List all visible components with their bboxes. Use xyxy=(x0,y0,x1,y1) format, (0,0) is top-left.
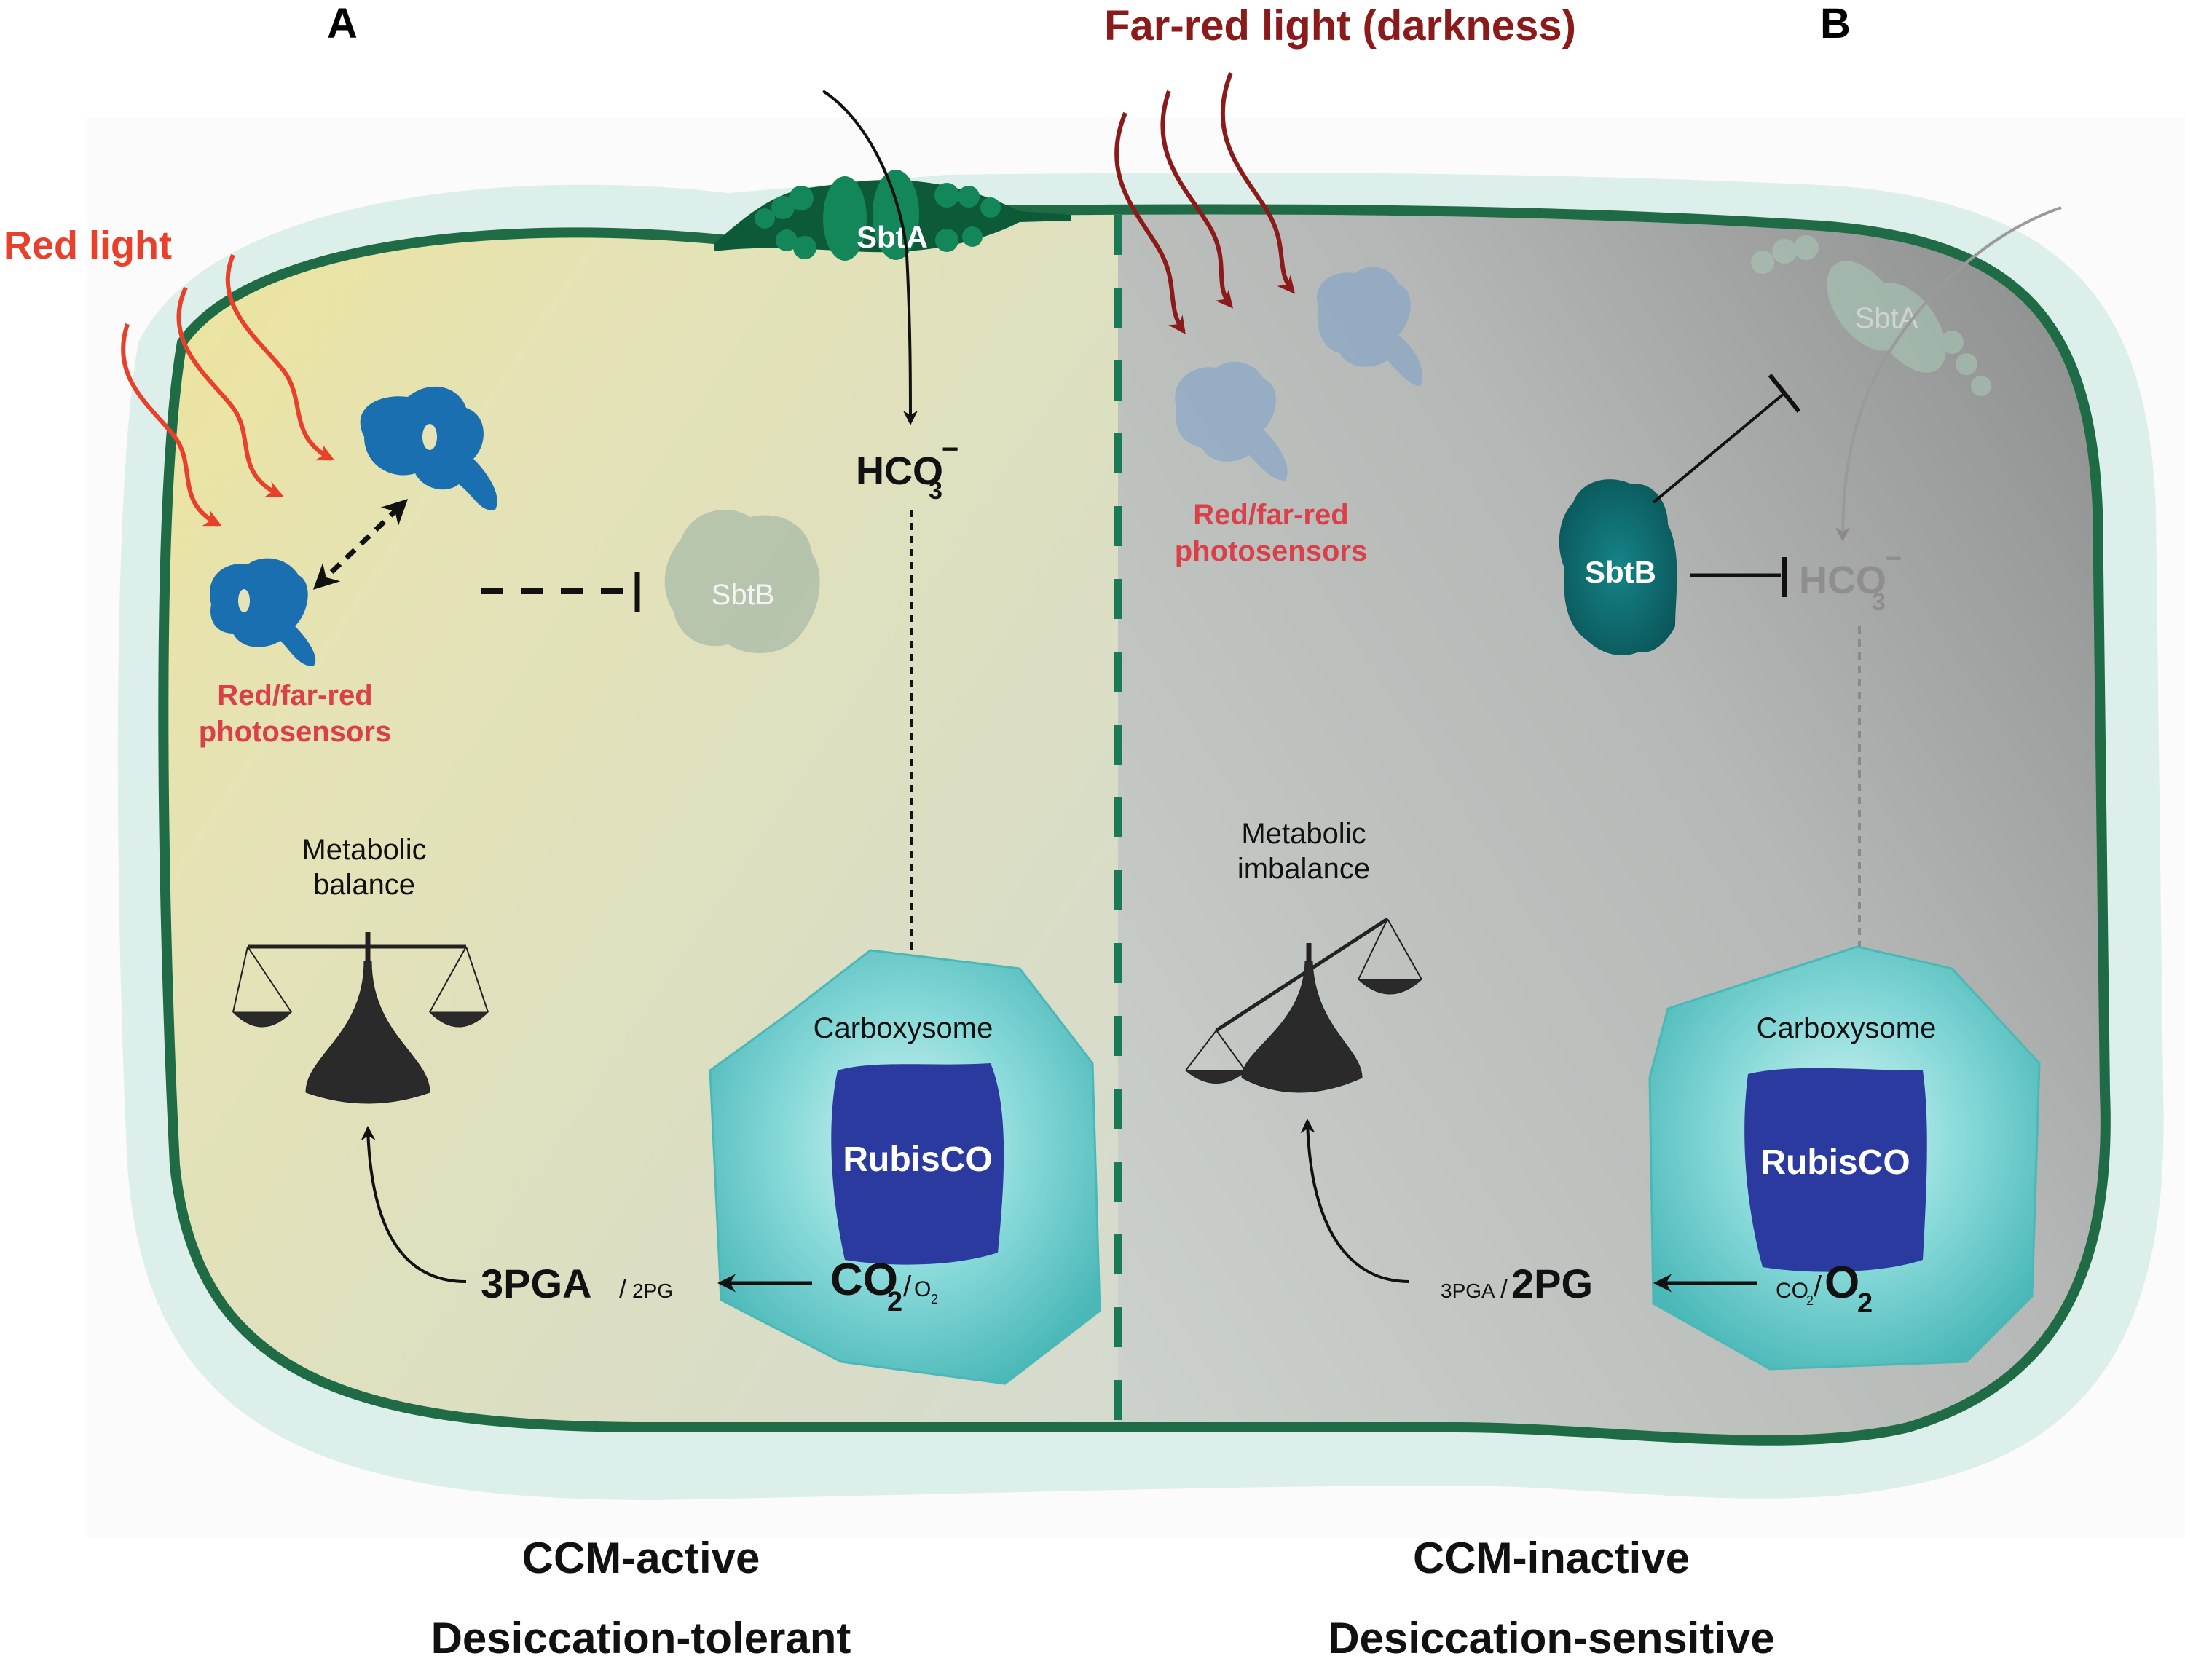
svg-text:/: / xyxy=(903,1271,912,1303)
sbta-inactive-transporter: SbtA xyxy=(1751,235,1991,396)
svg-text:O: O xyxy=(914,1277,931,1301)
bicarbonate-uptake-arrow-blocked xyxy=(1835,206,2062,542)
svg-text:2PG: 2PG xyxy=(632,1279,673,1302)
far-red-wave-1 xyxy=(1114,111,1186,334)
unbalanced-scale-icon xyxy=(1184,917,1423,1093)
photosensor-label-b-line1: Red/far-red xyxy=(1193,499,1348,531)
bicarbonate-a: HCO 3 − xyxy=(856,433,958,505)
balance-label-b-line2: imbalance xyxy=(1237,853,1370,885)
sbta-inactive-label: SbtA xyxy=(1855,302,1918,334)
rubisco-a xyxy=(831,1063,1004,1265)
svg-text:O: O xyxy=(1824,1258,1859,1308)
photosensor-faded-upper xyxy=(1317,267,1423,386)
photosensor-label-a-line1: Red/far-red xyxy=(217,679,372,711)
far-red-wave-2 xyxy=(1160,90,1234,309)
photosensor-label-a-line2: photosensors xyxy=(199,716,391,748)
svg-text:−: − xyxy=(942,433,958,465)
sbtb-inactive: SbtB xyxy=(664,510,820,653)
phenotype-label-b: Desiccation-sensitive xyxy=(1328,1614,1775,1663)
sbta-active-transporter: SbtA xyxy=(714,170,1071,261)
rubisco-label-a: RubisCO xyxy=(843,1140,992,1179)
svg-text:HCO: HCO xyxy=(1799,559,1886,602)
product-to-balance-arrow-b xyxy=(1300,1119,1410,1283)
svg-text:2PG: 2PG xyxy=(1511,1261,1593,1306)
red-light-wave-2 xyxy=(176,286,284,497)
photosensor-label-b-line2: photosensors xyxy=(1175,535,1367,567)
svg-text:−: − xyxy=(1885,543,1902,575)
balance-label-a-line1: Metabolic xyxy=(302,834,426,866)
carboxysome-label-a: Carboxysome xyxy=(814,1012,993,1044)
sbtb-active: SbtB xyxy=(1559,479,1677,655)
svg-text:/: / xyxy=(619,1274,626,1304)
svg-text:/: / xyxy=(1814,1271,1822,1303)
balance-label-a-line2: balance xyxy=(313,869,415,901)
svg-text:2: 2 xyxy=(931,1292,938,1306)
bicarbonate-b: HCO 3 − xyxy=(1799,543,1902,616)
sbtb-inactive-label: SbtB xyxy=(712,579,775,611)
rubisco-b xyxy=(1744,1068,1927,1272)
far-red-light-waves xyxy=(1114,71,1296,334)
carboxysome-label-b: Carboxysome xyxy=(1757,1012,1937,1044)
photosensor-active-lower xyxy=(210,558,316,666)
gas-ratio-a: CO 2 / O 2 xyxy=(830,1255,938,1317)
svg-text:3: 3 xyxy=(1872,588,1886,616)
bicarbonate-uptake-arrow xyxy=(822,90,918,425)
carboxysome-a: Carboxysome RubisCO xyxy=(709,949,1101,1385)
svg-text:CO: CO xyxy=(1776,1279,1808,1303)
svg-text:2: 2 xyxy=(887,1287,902,1317)
panel-label-b: B xyxy=(1820,0,1851,47)
balanced-scale-icon xyxy=(232,932,489,1104)
svg-text:CO: CO xyxy=(830,1255,898,1305)
carboxysome-b: Carboxysome RubisCO xyxy=(1648,945,2041,1371)
product-a: 3PGA / 2PG xyxy=(481,1261,673,1306)
svg-text:HCO: HCO xyxy=(856,449,943,493)
sbtb-active-label: SbtB xyxy=(1585,555,1656,589)
product-b: 3PGA / 2PG xyxy=(1441,1261,1593,1306)
balance-label-b-line1: Metabolic xyxy=(1241,818,1366,850)
cell-membrane xyxy=(158,204,2111,1446)
red-light-label: Red light xyxy=(4,224,172,267)
svg-text:3: 3 xyxy=(929,477,942,505)
phenotype-label-a: Desiccation-tolerant xyxy=(431,1614,851,1663)
state-label-a: CCM-active xyxy=(522,1534,760,1582)
photosensor-faded-lower xyxy=(1175,361,1288,481)
sbtb-inhibits-sbta-line xyxy=(1652,392,1786,504)
svg-text:2: 2 xyxy=(1806,1293,1814,1308)
inhibition-bar-sbta xyxy=(1768,374,1801,413)
red-light-waves xyxy=(121,253,335,527)
svg-text:3PGA: 3PGA xyxy=(481,1261,592,1306)
svg-text:3PGA: 3PGA xyxy=(1441,1279,1495,1302)
svg-text:2: 2 xyxy=(1857,1288,1873,1319)
gas-ratio-b: CO 2 / O 2 xyxy=(1776,1258,1873,1319)
red-light-wave-1 xyxy=(121,323,222,527)
far-red-light-label: Far-red light (darkness) xyxy=(1104,2,1576,50)
red-light-wave-3 xyxy=(225,253,335,461)
product-to-balance-arrow-a xyxy=(361,1126,467,1283)
state-label-b: CCM-inactive xyxy=(1413,1534,1690,1582)
panel-label-a: A xyxy=(327,0,358,47)
rubisco-label-b: RubisCO xyxy=(1760,1143,1910,1182)
photosensor-active-upper xyxy=(360,386,497,510)
svg-text:/: / xyxy=(1500,1274,1508,1304)
sbta-active-label: SbtA xyxy=(857,220,928,254)
far-red-wave-3 xyxy=(1220,71,1296,294)
